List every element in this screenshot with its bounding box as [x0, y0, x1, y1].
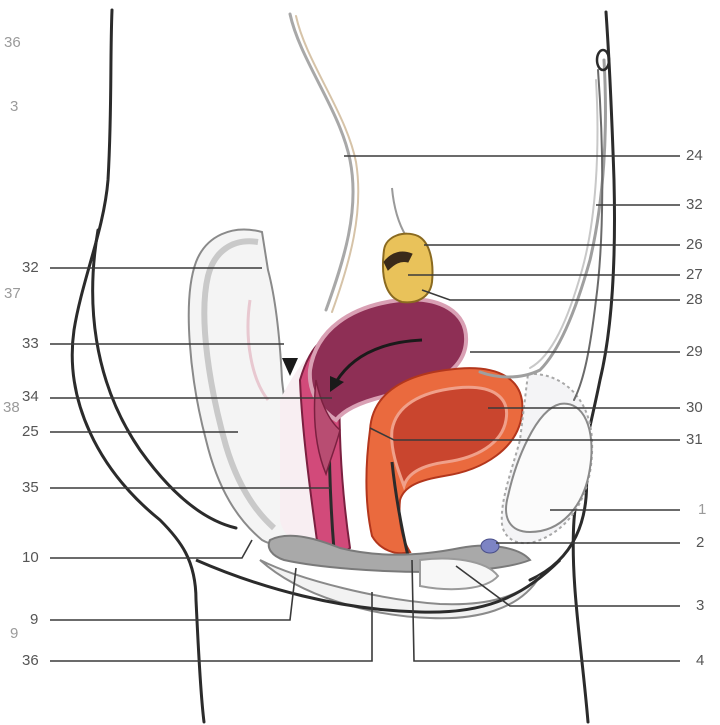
label-10: 10 [22, 550, 39, 565]
back-outline [72, 10, 204, 722]
label-32-right: 32 [686, 197, 703, 212]
leader-36 [50, 592, 372, 661]
label-38: 38 [3, 400, 20, 415]
rectum-wall [189, 230, 294, 545]
label-9-faint: 9 [10, 626, 18, 641]
label-26: 26 [686, 237, 703, 252]
label-27: 27 [686, 267, 703, 282]
label-1: 1 [698, 502, 706, 517]
label-29: 29 [686, 344, 703, 359]
peritoneum-back-inner [296, 16, 358, 312]
label-24: 24 [686, 148, 703, 163]
front-outline [573, 12, 614, 722]
suspensory-ligament [392, 188, 406, 236]
leader-9 [50, 568, 296, 620]
leader-10 [50, 540, 252, 558]
label-3-left: 3 [10, 99, 18, 114]
label-36-bottom: 36 [22, 653, 39, 668]
label-28: 28 [686, 292, 703, 307]
parietal-peritoneum-front [480, 60, 605, 377]
label-25: 25 [22, 424, 39, 439]
pelvic-floor [196, 536, 560, 618]
label-9: 9 [30, 612, 38, 627]
clitoris [481, 539, 499, 553]
leader-lines [50, 156, 680, 661]
label-30: 30 [686, 400, 703, 415]
leader-28 [422, 290, 680, 300]
label-37: 37 [4, 286, 21, 301]
label-3-right: 3 [696, 598, 704, 613]
label-33: 33 [22, 336, 39, 351]
label-4: 4 [696, 653, 704, 668]
peritoneum-back [290, 14, 353, 310]
label-36-top: 36 [4, 35, 21, 50]
label-2: 2 [696, 535, 704, 550]
rectum [189, 230, 294, 545]
label-32-left: 32 [22, 260, 39, 275]
peritoneum-inner-front [530, 80, 597, 368]
label-35: 35 [22, 480, 39, 495]
bladder [367, 368, 523, 556]
label-34: 34 [22, 389, 39, 404]
label-31: 31 [686, 432, 703, 447]
